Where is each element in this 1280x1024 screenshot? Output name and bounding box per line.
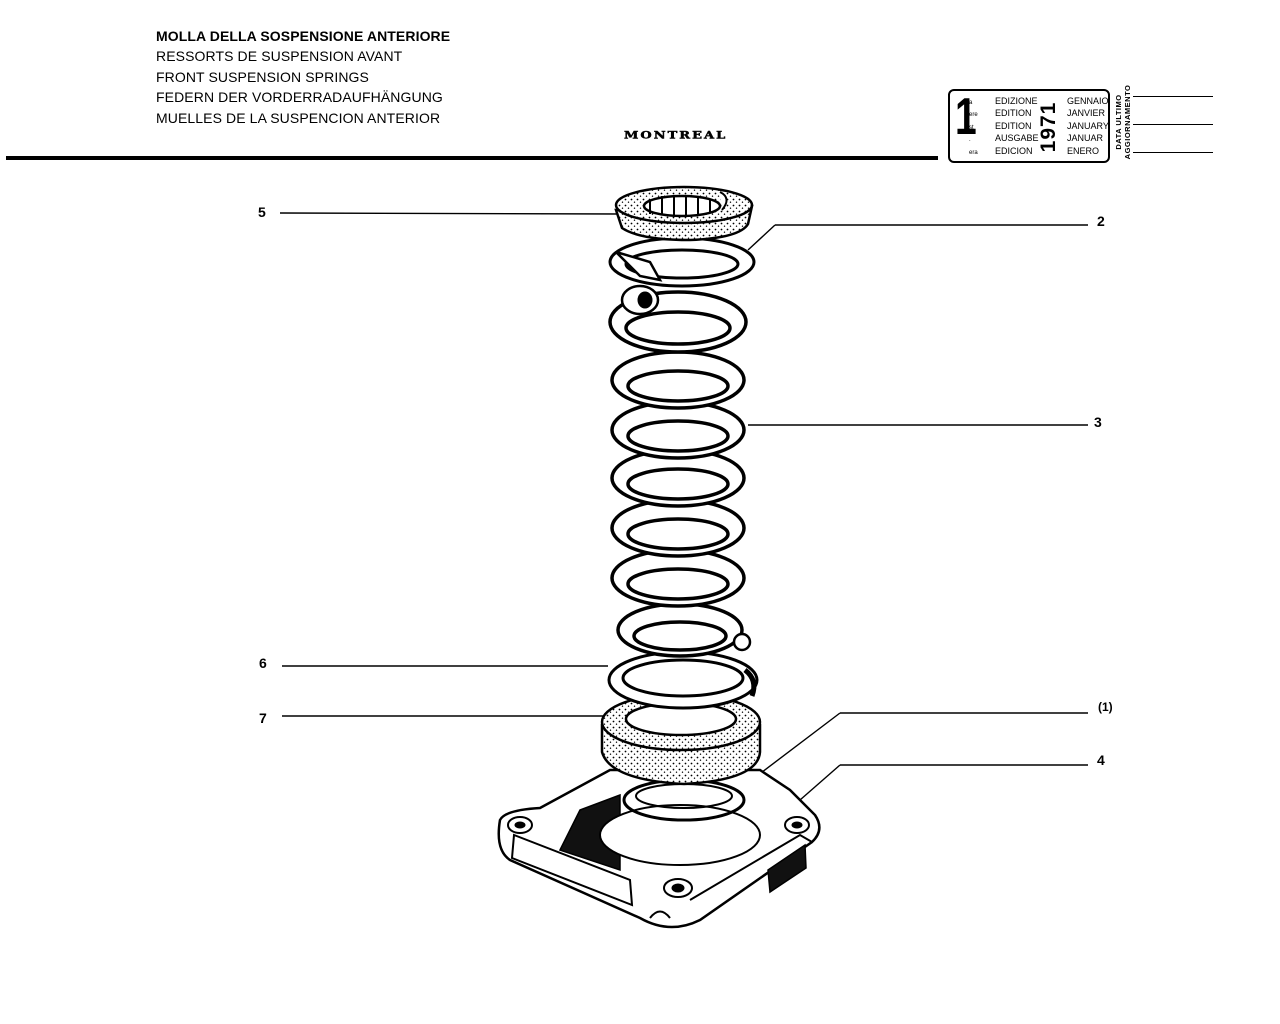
callout-7: 7 [259,710,267,726]
edition-label-de: AUSGABE [995,133,1039,144]
suffix-fr: ere [969,112,978,119]
month-es: ENERO [1067,145,1100,156]
callout-3: 3 [1094,414,1102,430]
month-it: GENNAIO [1067,96,1109,106]
edition-months: GENNAIO JANVIER JANUARY JANUAR ENERO [1067,95,1109,157]
title-italian: MOLLA DELLA SOSPENSIONE ANTERIORE [156,28,451,44]
edition-labels: EDIZIONE EDITION EDITION AUSGABE EDICION [995,95,1039,157]
suffix-de: . [969,137,971,144]
spring-seat-base [497,768,821,929]
edition-label-it: EDIZIONE [995,96,1038,106]
month-en: JANUARY [1067,120,1109,131]
edition-label-en: EDITION [995,120,1032,131]
title-french: RESSORTS DE SUSPENSION AVANT [156,48,403,65]
leader-5 [279,212,623,215]
lower-spring-seat [607,650,759,710]
upper-spring-seat [608,236,756,288]
suffix-it: a [969,100,973,106]
edition-suffixes: a ere st . era [969,97,978,159]
callout-6: 6 [259,655,267,671]
suffix-es: era [969,149,978,156]
title-block: MOLLA DELLA SOSPENSIONE ANTERIORE RESSOR… [156,26,450,128]
month-fr: JANVIER [1067,108,1106,119]
leader-4-diagonal [799,764,841,801]
title-spanish: MUELLES DE LA SUSPENCION ANTERIOR [156,109,441,126]
callout-5: 5 [258,204,266,220]
title-german: FEDERN DER VORDERRADAUFHÄNGUNG [156,89,443,106]
callout-2: 2 [1097,213,1105,229]
edition-label-es: EDICION [995,145,1033,156]
month-de: JANUAR [1067,133,1104,144]
update-line-3 [1133,152,1213,153]
coil-spring [608,284,752,658]
edition-label-fr: EDITION [995,108,1032,119]
title-english: FRONT SUSPENSION SPRINGS [156,68,369,85]
leader-2-diagonal [747,224,776,251]
callout-4: 4 [1097,752,1105,768]
upper-insulator [614,185,754,242]
model-logo: MONTREAL [624,129,728,142]
update-line-2 [1133,124,1213,125]
edition-box: 1 a ere st . era EDIZIONE EDITION EDITIO… [948,88,1110,163]
header-rule [6,156,938,160]
update-line-1 [1133,96,1213,97]
suffix-en: st [969,124,974,131]
rubber-pad [600,692,762,786]
callout-1: (1) [1098,700,1113,714]
edition-number: 1 [955,88,977,146]
